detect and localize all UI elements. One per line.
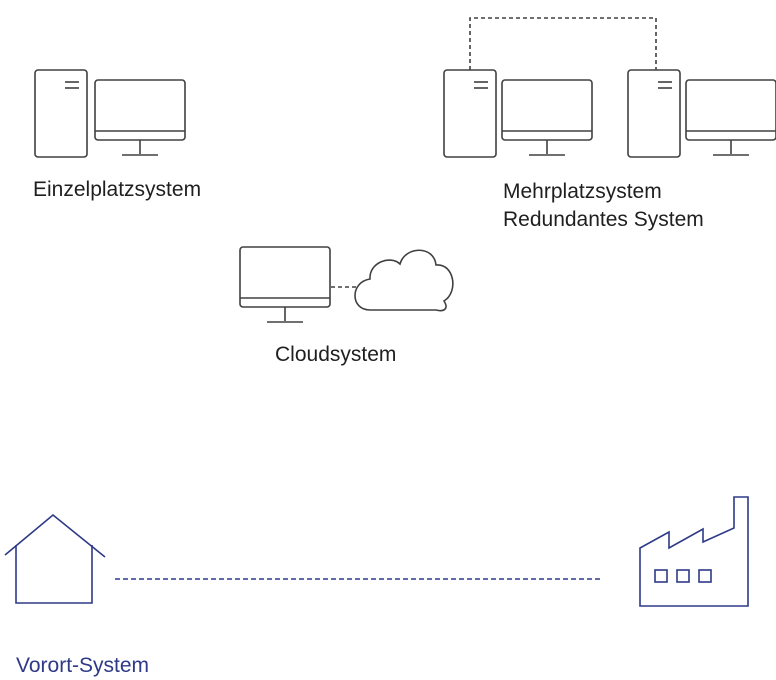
cloud-system	[239, 246, 454, 323]
tower-pc-icon	[627, 69, 681, 158]
single-workstation	[34, 69, 186, 158]
dashed-connection-line	[469, 17, 657, 70]
cloud-system-label: Cloudsystem	[275, 343, 397, 366]
multi-workstation-label: Mehrplatzsystem	[503, 180, 662, 203]
onsite-system	[4, 496, 749, 607]
house-icon	[4, 513, 106, 604]
tower-pc-icon	[34, 69, 88, 158]
monitor-icon	[685, 79, 776, 156]
factory-icon	[639, 496, 749, 607]
multi-workstation	[443, 17, 776, 158]
onsite-system-label: Vorort-System	[16, 654, 150, 677]
monitor-icon	[501, 79, 593, 156]
cloud-icon	[354, 249, 454, 312]
redundant-system-label: Redundantes System	[503, 208, 704, 231]
monitor-icon	[239, 246, 331, 323]
monitor-icon	[94, 79, 186, 156]
tower-pc-icon	[443, 69, 497, 158]
single-workstation-label: Einzelplatzsystem	[33, 178, 202, 201]
